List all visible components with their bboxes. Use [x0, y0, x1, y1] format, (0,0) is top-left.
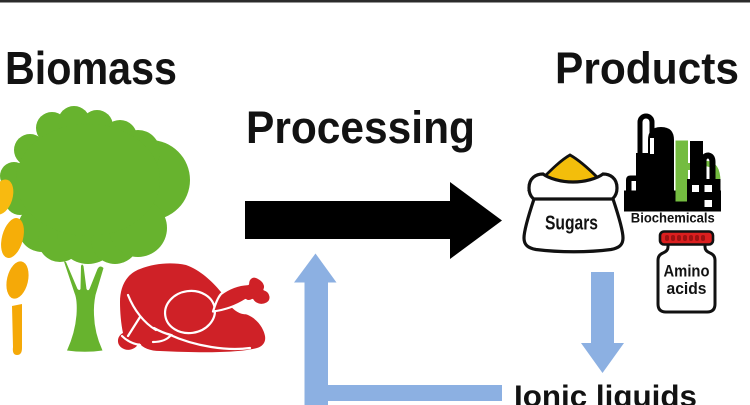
svg-text:Processing: Processing [246, 102, 475, 153]
svg-text:Products: Products [555, 45, 739, 94]
svg-text:acids: acids [667, 279, 707, 298]
svg-text:Ionic liquids: Ionic liquids [514, 378, 697, 405]
svg-text:Biochemicals: Biochemicals [631, 211, 715, 226]
svg-text:Sugars: Sugars [545, 212, 598, 234]
svg-text:Biomass: Biomass [5, 42, 177, 94]
svg-text:Amino: Amino [664, 262, 710, 281]
